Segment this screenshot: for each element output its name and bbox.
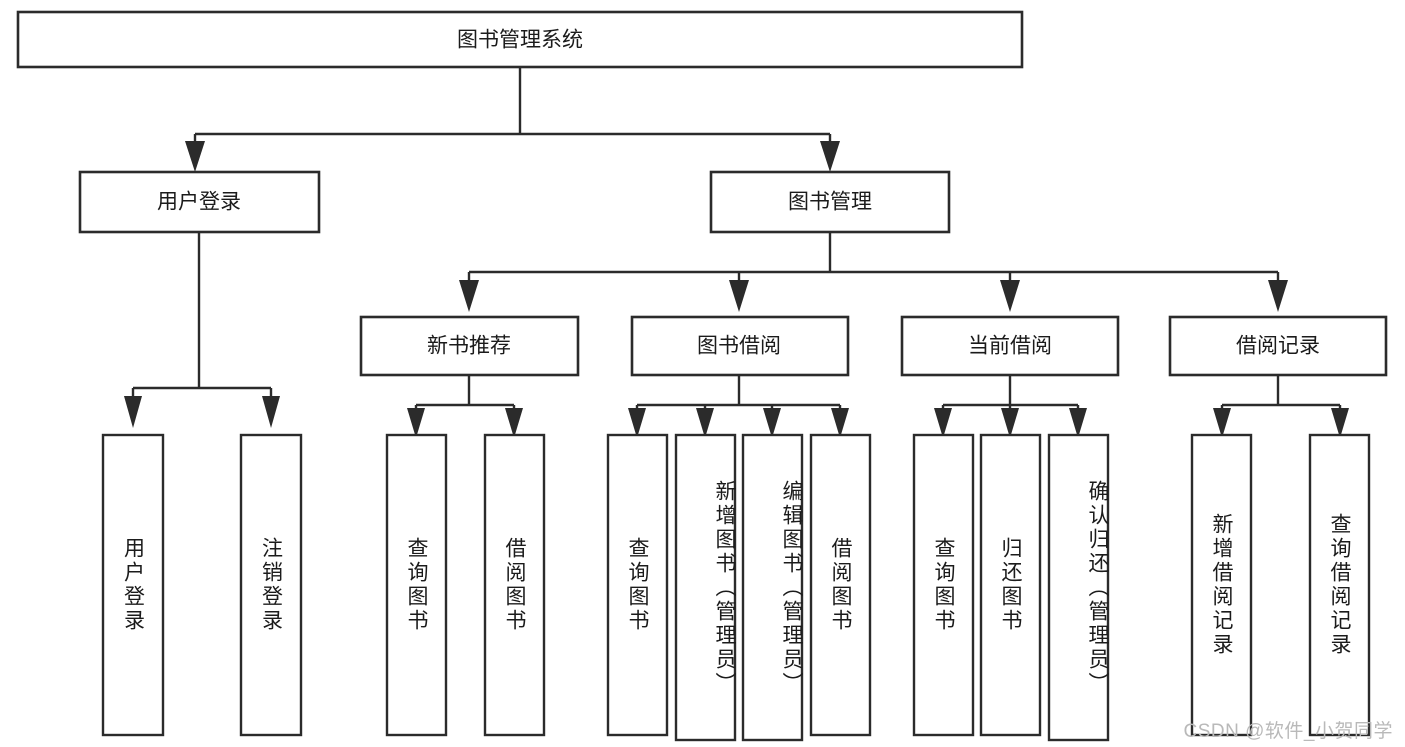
leaf-borrow-book-a-box[interactable] xyxy=(483,433,546,737)
leaf-confirm-return-box[interactable] xyxy=(1047,433,1110,742)
node-current-borrow[interactable]: 当前借阅 xyxy=(900,315,1120,377)
node-current-borrow-label: 当前借阅 xyxy=(968,335,1052,358)
arrow-to-leaf-query-book-c xyxy=(934,408,952,438)
arrow-to-new-book-rec xyxy=(459,280,479,312)
node-book-borrow-label: 图书借阅 xyxy=(697,335,781,358)
arrow-to-book-borrow xyxy=(729,280,749,312)
node-user-login[interactable]: 用户登录 xyxy=(78,170,321,234)
node-borrow-record-label: 借阅记录 xyxy=(1236,335,1320,358)
csdn-watermark: CSDN @软件_小贺同学 xyxy=(1183,721,1393,742)
node-book-borrow[interactable]: 图书借阅 xyxy=(630,315,850,377)
arrow-to-leaf-edit-book-admin xyxy=(763,408,781,438)
arrow-to-leaf-add-book-admin xyxy=(696,408,714,438)
arrow-to-user-login xyxy=(185,141,205,172)
leaf-edit-book-admin-box[interactable] xyxy=(741,433,804,742)
arrow-to-current-borrow xyxy=(1000,280,1020,312)
arrow-to-leaf-return-book xyxy=(1001,408,1019,438)
node-borrow-record[interactable]: 借阅记录 xyxy=(1168,315,1388,377)
leaf-boxes xyxy=(101,433,1371,742)
node-root-label: 图书管理系统 xyxy=(457,29,583,52)
arrow-to-leaf-query-book-a xyxy=(407,408,425,438)
leaf-query-book-a-box[interactable] xyxy=(385,433,448,737)
node-current-borrow-box[interactable] xyxy=(900,315,1120,377)
node-new-book-rec-label: 新书推荐 xyxy=(427,335,511,358)
node-borrow-record-box[interactable] xyxy=(1168,315,1388,377)
node-root-box[interactable] xyxy=(16,10,1024,69)
node-book-manage-label: 图书管理 xyxy=(788,191,872,214)
arrow-to-leaf-borrow-book-a xyxy=(505,408,523,438)
edges-root-to-level2 xyxy=(185,67,840,172)
leaf-user-login-box[interactable] xyxy=(101,433,165,737)
node-book-borrow-box[interactable] xyxy=(630,315,850,377)
edges-new-book-rec-to-leaves xyxy=(407,375,523,438)
node-book-manage[interactable]: 图书管理 xyxy=(709,170,951,234)
edges-borrow-record-to-leaves xyxy=(1213,375,1349,438)
leaf-query-record-box[interactable] xyxy=(1308,433,1371,737)
arrow-to-leaf-query-book-b xyxy=(628,408,646,438)
leaf-borrow-book-b-box[interactable] xyxy=(809,433,872,737)
leaf-query-book-c-box[interactable] xyxy=(912,433,975,737)
node-user-login-box[interactable] xyxy=(78,170,321,234)
arrow-to-leaf-add-record xyxy=(1213,408,1231,438)
arrow-to-borrow-record xyxy=(1268,280,1288,312)
arrow-to-leaf-user-login xyxy=(124,396,142,428)
leaf-add-book-admin-box[interactable] xyxy=(674,433,737,742)
node-root[interactable]: 图书管理系统 xyxy=(16,10,1024,69)
leaf-logout-box[interactable] xyxy=(239,433,303,737)
leaf-query-book-b-box[interactable] xyxy=(606,433,669,737)
node-user-login-label: 用户登录 xyxy=(157,191,241,214)
arrow-to-leaf-query-record xyxy=(1331,408,1349,438)
node-new-book-rec[interactable]: 新书推荐 xyxy=(359,315,580,377)
edges-current-borrow-to-leaves xyxy=(934,375,1087,438)
leaf-add-record-box[interactable] xyxy=(1190,433,1253,737)
arrow-to-leaf-logout xyxy=(262,396,280,428)
node-book-manage-box[interactable] xyxy=(709,170,951,234)
leaf-return-book-box[interactable] xyxy=(979,433,1042,737)
edges-book-borrow-to-leaves xyxy=(628,375,849,438)
arrow-to-leaf-borrow-book-b xyxy=(831,408,849,438)
edges-book-manage-to-level3 xyxy=(459,232,1288,312)
edges-user-login-to-leaves xyxy=(124,232,280,428)
arrow-to-leaf-confirm-return xyxy=(1069,408,1087,438)
node-new-book-rec-box[interactable] xyxy=(359,315,580,377)
arrow-to-book-manage xyxy=(820,141,840,172)
